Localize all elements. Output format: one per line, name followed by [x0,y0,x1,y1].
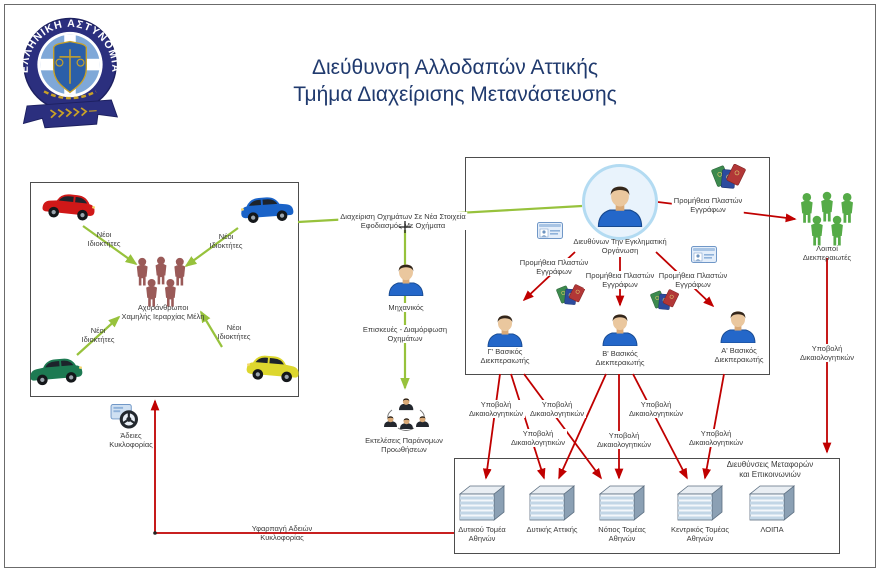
office-building-icon [677,485,723,521]
forged-docs-label: Προμήθεια Πλαστών Εγγράφων [656,271,730,289]
new-owners-label: Νέοι Ιδιοκτήτες [87,230,121,248]
illegal-pushes-label: Εκτελέσεις Παράνομων Προωθήσεων [365,436,443,454]
repairs-label: Επισκευές - Διαμόρφωση Οχημάτων [360,325,450,343]
arrow-proc-b-to-office2 [558,373,607,480]
red-car-icon [41,191,97,222]
title-line-2: Τμήμα Διαχείρισης Μετανάστευσης [293,83,617,106]
office-label: Νότιος Τομέας Αθηνών [598,525,646,543]
mechanic-label: Μηχανικός [386,303,426,312]
passports-icon [650,288,680,311]
outer-border [4,4,876,568]
new-owners-label: Νέοι Ιδιοκτήτες [81,326,115,344]
other-processors-crowd-icon [799,190,855,248]
processor-b-icon [602,313,638,346]
processor-a-icon [720,310,756,343]
hellenic-police-logo: ΕΛΛΗΝΙΚΗ ΑΣΤΥΝΟΜΙΑ [22,18,118,129]
page-title: Διεύθυνση Αλλοδαπών Αττικής Τμήμα Διαχεί… [293,54,617,108]
processor-a-label: Α' Βασικός Διεκπεραιωτής [714,346,764,364]
mechanic-icon [388,263,424,296]
submit-docs-label: Υποβολή Δικαιολογητικών [509,429,567,447]
line-junction-cross [399,221,411,233]
title-line-1: Διεύθυνση Αλλοδαπών Αττικής [311,56,599,79]
arrow-proc-c-to-office2 [510,373,546,480]
new-owners-label: Νέοι Ιδιοκτήτες [217,323,251,341]
leader-avatar [582,164,658,240]
arrow-bluecar-to-crowd [184,227,239,268]
submit-docs-label: Υποβολή Δικαιολογητικών [798,344,856,362]
logo-laurel [43,90,97,100]
new-owners-label: Νέοι Ιδιοκτήτες [209,232,243,250]
arrow-proc-b-to-office4 [632,373,688,480]
green-car-icon [29,357,84,387]
arrow-redcar-to-crowd [82,225,138,266]
transport-box-header: Διευθύνσεις Μεταφορών και Επικοινωνιών [726,460,814,479]
logo-ribbon [22,99,118,129]
office-label: Δυτικού Τομέα Αθηνών [458,525,506,543]
processor-c-icon [487,314,523,347]
passports-icon [556,283,586,306]
forged-docs-label: Προμήθεια Πλαστών Εγγράφων [517,258,591,276]
blue-car-icon [240,195,294,224]
office-building-icon [529,485,575,521]
yellow-car-icon [245,354,300,384]
office-label: ΛΟΙΠΑ [760,525,784,534]
registration-license-icon [110,404,140,430]
arrow-yellowcar-to-crowd [200,310,223,348]
office-building-icon [749,485,795,521]
straw-men-label: Αχυράνθρωποι Χαμηλής Ιεραρχίας Μέλη [121,303,205,321]
arrow-proc-c-to-office1 [482,373,501,480]
licenses-label: Άδειες Κυκλοφορίας [109,431,153,449]
forged-docs-label: Προμήθεια Πλαστών Εγγράφων [583,271,657,289]
snatch-licenses-label: Υφαρπαγή Αδειών Κυκλοφορίας [251,524,313,542]
submit-docs-label: Υποβολή Δικαιολογητικών [627,400,685,418]
manage-vehicles-label: Διαχείριση Οχημάτων Σε Νέα Στοιχεία Εφοδ… [338,212,468,230]
submit-docs-label: Υποβολή Δικαιολογητικών [687,429,745,447]
other-processors-label: Λοιποί Διεκπεραιωτές [802,244,852,262]
id-card-icon [691,246,717,263]
id-card-icon [537,222,563,239]
processor-c-label: Γ' Βασικός Διεκπεραιωτής [480,347,530,365]
office-building-icon [599,485,645,521]
submit-docs-label: Υποβολή Δικαιολογητικών [595,431,653,449]
corner-junction-dot [153,531,157,535]
straw-men-crowd-icon [135,255,187,309]
office-label: Δυτικής Αττικής [526,525,578,534]
office-building-icon [459,485,505,521]
submit-docs-label: Υποβολή Δικαιολογητικών [528,400,586,418]
passports-icon [711,164,747,189]
arrow-proc-a-to-office4 [702,373,725,480]
smuggling-network-icon [384,398,429,431]
office-label: Κεντρικός Τομέας Αθηνών [671,525,729,543]
processor-b-label: Β' Βασικός Διεκπεραιωτής [595,349,645,367]
forged-docs-label: Προμήθεια Πλαστών Εγγράφων [671,196,745,214]
submit-docs-label: Υποβολή Δικαιολογητικών [467,400,525,418]
arrow-greencar-to-crowd [76,315,121,356]
arrow-proc-c-to-office3 [523,373,602,480]
leader-label: Διευθύνων Την Εγκληματική Οργάνωση [573,237,667,255]
